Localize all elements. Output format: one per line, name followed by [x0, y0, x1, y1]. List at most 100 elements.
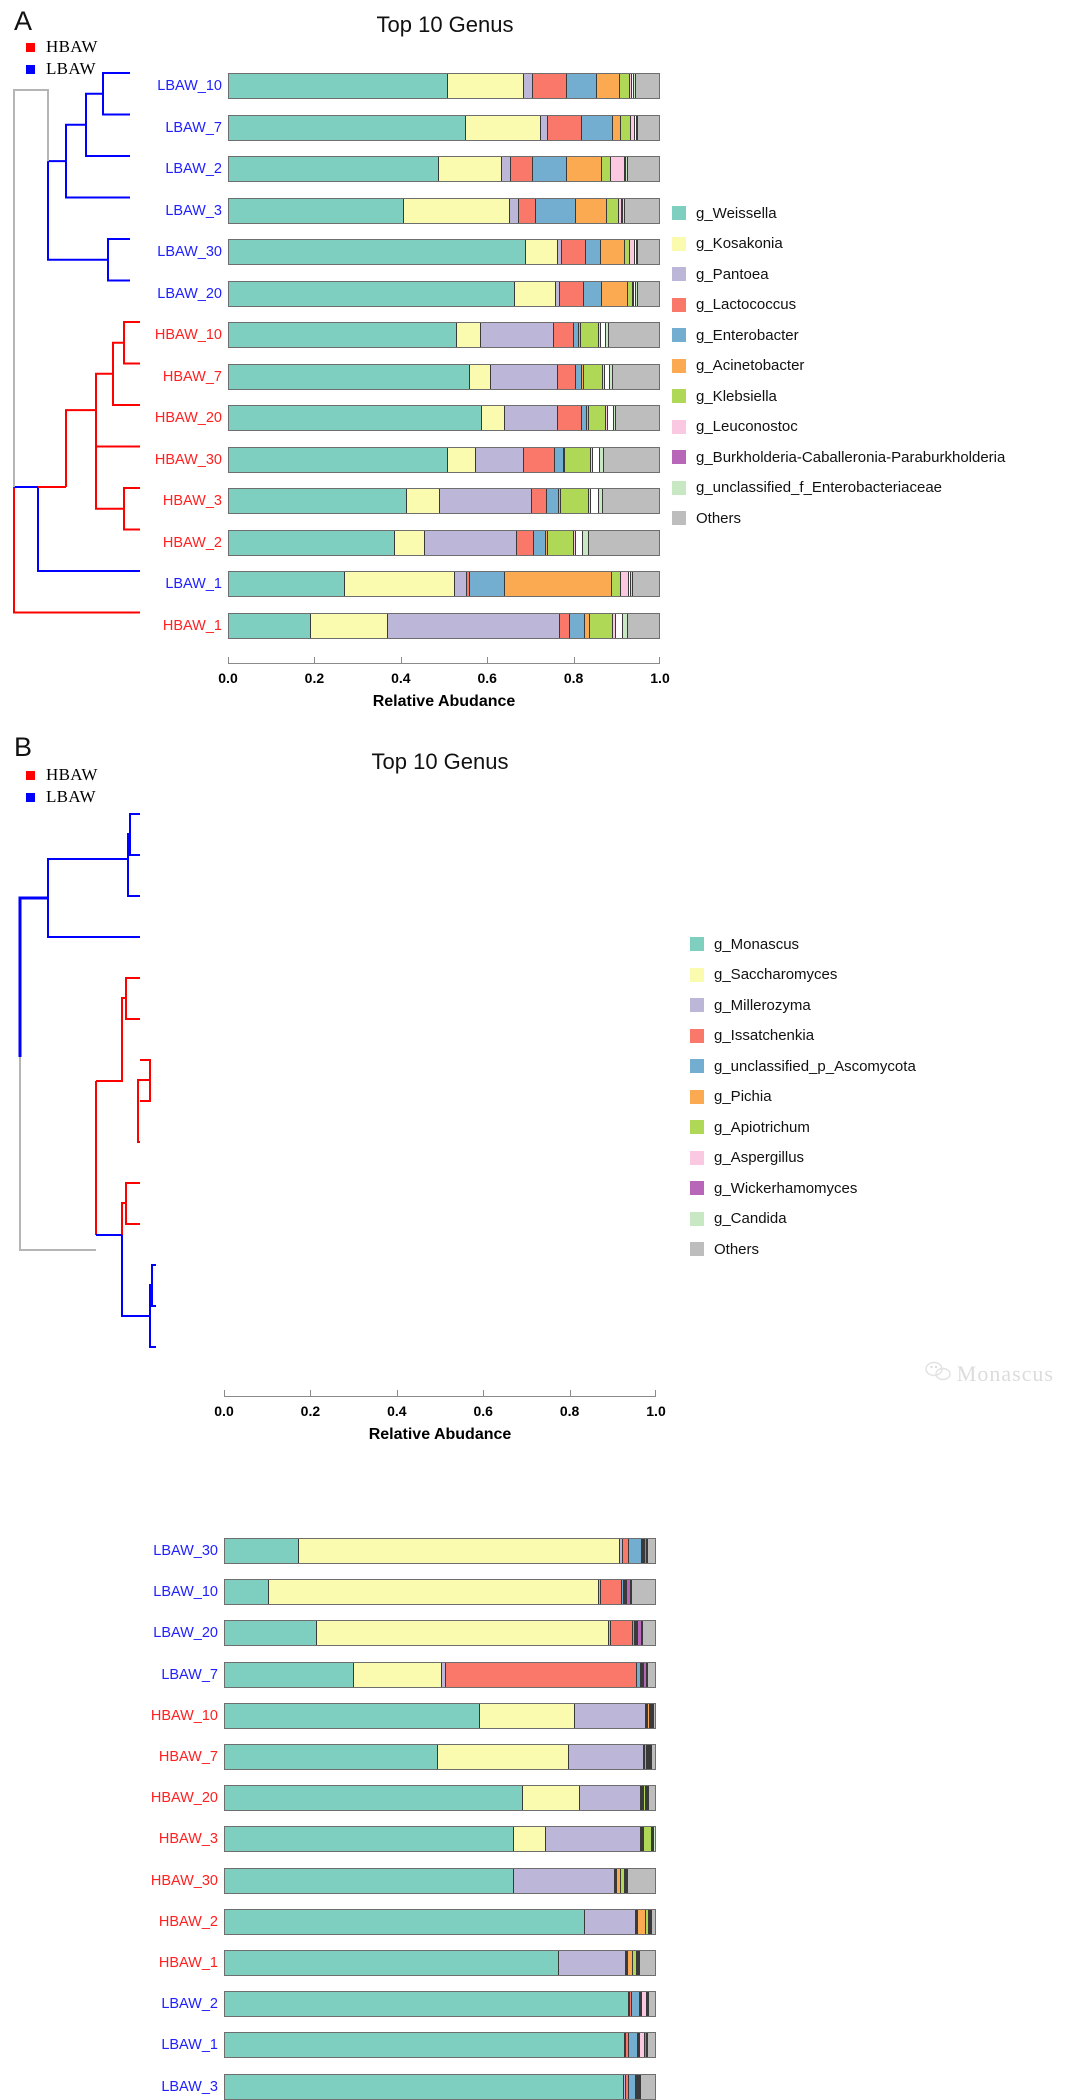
bar-segment	[632, 572, 659, 596]
tip-label-hbaw_7: HBAW_7	[162, 368, 222, 385]
legend-swatch-icon	[672, 419, 686, 434]
bar-segment	[648, 1662, 655, 1687]
group-swatch-icon	[26, 792, 35, 802]
bar-segment	[557, 364, 576, 389]
legend-label: g_Aspergillus	[714, 1149, 805, 1167]
bar-segment	[603, 364, 606, 389]
bar-segment	[629, 240, 635, 264]
bar-segment	[601, 281, 628, 306]
axis-tick	[569, 1390, 571, 1396]
bar-segment	[560, 613, 570, 638]
bar-segment	[652, 1909, 655, 1934]
group-legend-label: LBAW	[46, 59, 96, 78]
legend-item: g_Apiotrichum	[690, 1112, 916, 1143]
bar-segment	[621, 115, 631, 140]
bar-segment	[613, 406, 617, 430]
bar-segment	[437, 1745, 569, 1769]
legend-label: g_Kosakonia	[696, 235, 783, 253]
dendrogram-branch	[37, 487, 140, 572]
legend-label: g_Enterobacter	[696, 326, 799, 344]
bar-segment	[353, 1662, 442, 1687]
watermark: Monascus	[925, 1361, 1054, 1387]
bar-segment	[620, 572, 630, 596]
bar-segment	[628, 1868, 655, 1893]
legend-swatch-icon	[690, 1150, 704, 1165]
axis-tick	[483, 1390, 485, 1396]
bar-segment	[532, 489, 548, 513]
bar-segment	[576, 198, 608, 223]
stacked-bar	[224, 1702, 656, 1729]
bar-segment	[548, 530, 574, 555]
bar-segment	[631, 1992, 641, 2017]
bar-segment	[225, 1662, 354, 1687]
legend-swatch-icon	[690, 998, 704, 1013]
bar-segment	[589, 530, 659, 555]
bar-segment	[534, 530, 547, 555]
bar-segment	[622, 613, 628, 638]
bar-segment	[546, 530, 549, 555]
stacked-bar	[228, 156, 660, 182]
bar-segment	[636, 115, 639, 140]
axis-tick-label: 0.2	[300, 1403, 321, 1419]
stacked-bar	[228, 446, 660, 473]
dendrogram-branch	[137, 1079, 150, 1143]
legend-label: g_Candida	[714, 1210, 787, 1228]
group-legend-label: LBAW	[46, 787, 96, 806]
bar-segment	[582, 115, 614, 140]
axis-tick	[224, 1390, 225, 1396]
bar-segment	[558, 489, 562, 513]
bar-segment	[600, 447, 604, 472]
bar-segment	[585, 240, 601, 264]
legend-item: g_Monascus	[690, 929, 916, 960]
group-swatch-icon	[26, 770, 35, 780]
panel-b-title: Top 10 Genus	[371, 749, 509, 774]
dendrogram-branch	[19, 1057, 96, 1251]
axis-tick-label: 0.6	[477, 670, 497, 686]
tip-label-lbaw_30: LBAW_30	[157, 244, 222, 260]
axis-tick	[396, 1390, 398, 1396]
panel-a-dendrogram	[0, 60, 200, 660]
bar-segment	[540, 115, 549, 140]
bar-segment	[584, 1909, 637, 1934]
tip-label-lbaw_1: LBAW_1	[161, 2037, 218, 2054]
bar-segment	[559, 1951, 626, 1975]
legend-item: g_Leuconostoc	[672, 412, 1005, 443]
bar-segment	[641, 2074, 655, 2099]
bar-segment	[632, 74, 635, 98]
bar-segment	[627, 281, 633, 306]
legend-label: g_Apiotrichum	[714, 1118, 810, 1136]
bar-segment	[225, 1951, 560, 1975]
dendrogram-branch	[13, 487, 140, 614]
bar-segment	[566, 74, 597, 98]
axis-tick	[228, 657, 229, 663]
panel-b-letter: B	[14, 732, 33, 762]
bar-segment	[603, 489, 659, 513]
bar-segment	[579, 323, 582, 347]
bar-segment	[511, 157, 533, 181]
bar-segment	[603, 447, 659, 472]
bar-segment	[631, 572, 633, 596]
bar-segment	[404, 198, 510, 223]
bar-segment	[653, 1703, 655, 1728]
bar-segment	[642, 1621, 655, 1646]
dendrogram-branch	[127, 833, 140, 897]
bar-segment	[634, 74, 636, 98]
bar-segment	[601, 323, 607, 347]
group-legend-label: HBAW	[46, 765, 98, 784]
panel-a-title: Top 10 Genus	[376, 12, 514, 37]
dendrogram-branch	[121, 1235, 150, 1317]
dendrogram-branch	[95, 410, 124, 510]
stacked-bar	[224, 1867, 656, 1894]
legend-swatch-icon	[672, 450, 686, 465]
bar-segment	[225, 1580, 269, 1605]
legend-swatch-icon	[690, 1181, 704, 1196]
bar-segment	[632, 281, 635, 306]
bar-segment	[629, 572, 631, 596]
legend-item: g_Enterobacter	[672, 320, 1005, 351]
bar-segment	[565, 447, 592, 472]
bar-segment	[599, 323, 601, 347]
panel-a-letter: A	[14, 6, 33, 36]
legend-label: g_Saccharomyces	[714, 966, 838, 984]
bar-segment	[553, 323, 574, 347]
